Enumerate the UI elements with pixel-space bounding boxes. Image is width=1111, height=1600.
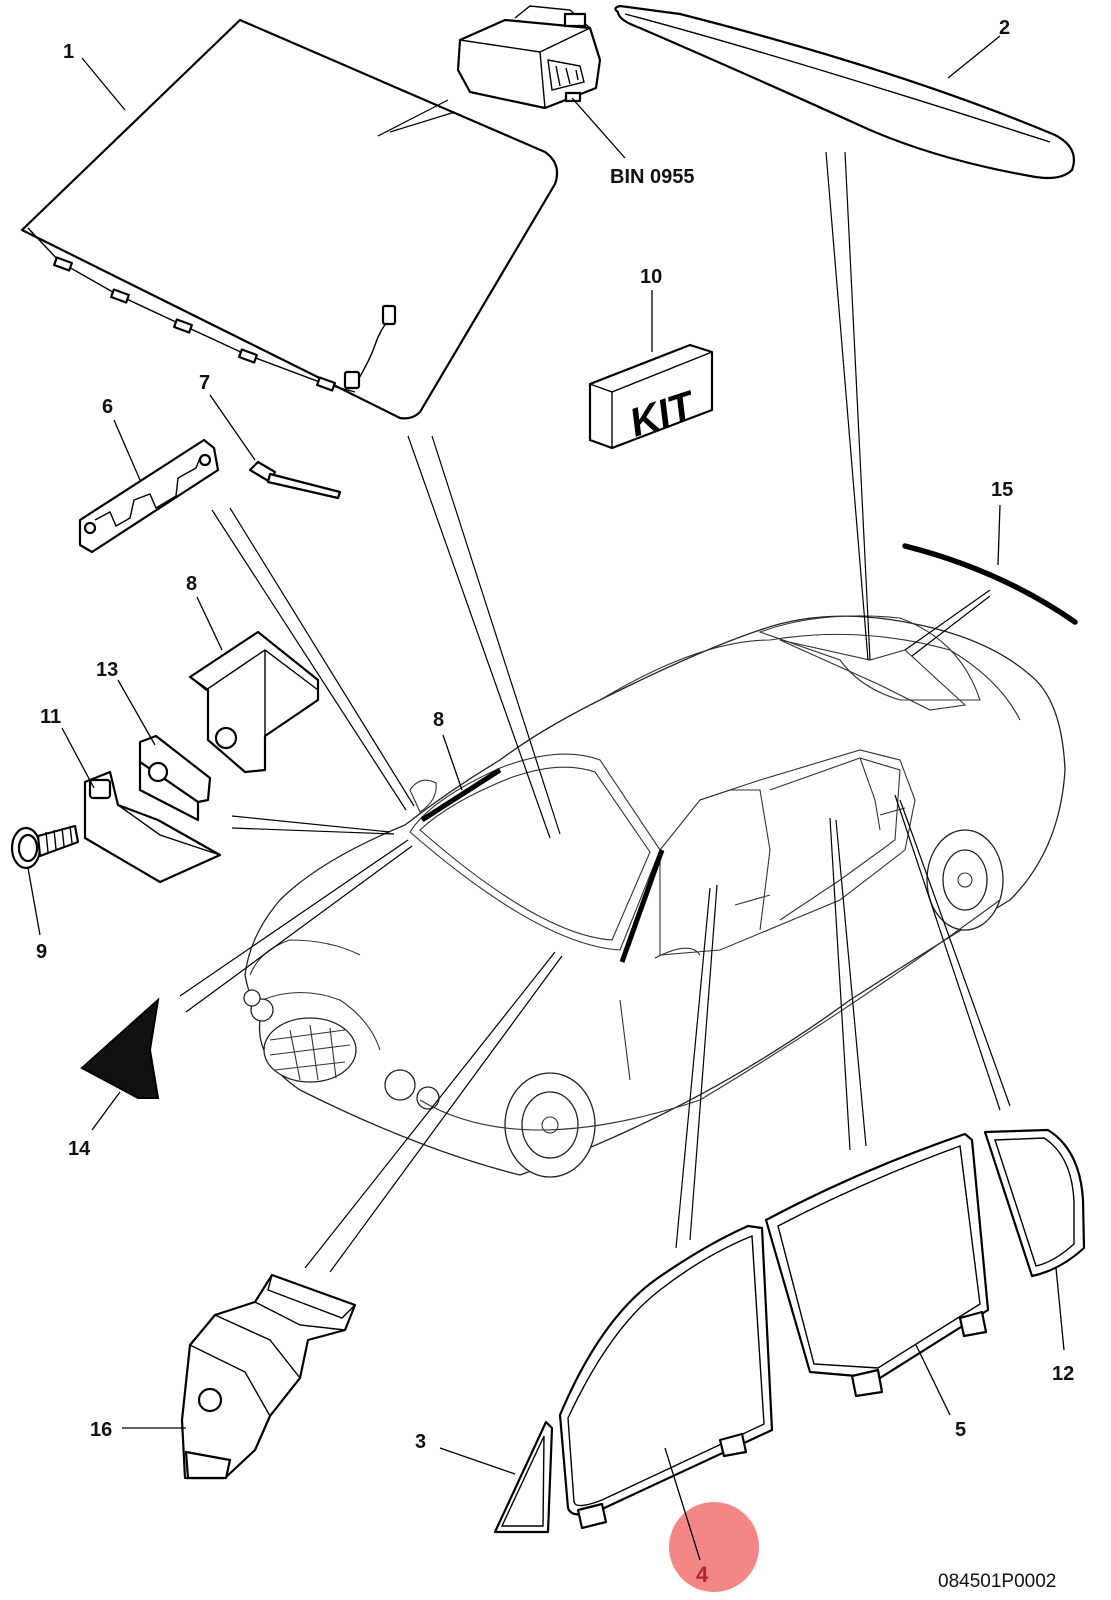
leader-bin (571, 97, 626, 159)
rear-quarter-glass-part[interactable] (983, 1128, 1086, 1278)
quarter-glass-part[interactable] (493, 1420, 554, 1534)
callout-12: 12 (1052, 1363, 1074, 1385)
guide-lines (179, 151, 1011, 1273)
car-illustration (243, 615, 1066, 1178)
leader-7 (209, 394, 256, 461)
rain-sensor-part[interactable] (456, 5, 602, 110)
bracket-part[interactable] (78, 438, 220, 554)
leader-5 (915, 1344, 951, 1416)
callout-10: 10 (640, 266, 662, 288)
leader-8b (442, 734, 463, 791)
windscreen-part[interactable] (20, 18, 559, 420)
roof-seal-part[interactable] (902, 543, 1078, 625)
screw-part[interactable] (10, 824, 80, 870)
callout-3: 3 (415, 1431, 426, 1453)
callout-1: 1 (63, 41, 74, 63)
callout-9: 9 (36, 941, 47, 963)
highlight-marker (669, 1502, 759, 1592)
callout-14: 14 (68, 1138, 91, 1160)
leader-4 (664, 1447, 701, 1561)
kit-box-part[interactable]: KIT (588, 343, 714, 450)
leader-1 (81, 57, 126, 111)
callout-2: 2 (999, 17, 1010, 39)
callout-16: 16 (90, 1419, 112, 1441)
rear-screen-part[interactable] (614, 4, 1076, 180)
leader-9 (27, 867, 41, 936)
pin-part[interactable] (248, 460, 342, 500)
leader-13 (117, 679, 156, 746)
leader-8a (196, 596, 223, 651)
callout-7: 7 (199, 372, 210, 394)
duct-part[interactable] (180, 1273, 357, 1480)
front-door-glass-part[interactable] (558, 1224, 774, 1530)
leader-6 (113, 419, 141, 481)
leader-3 (439, 1447, 516, 1475)
leader-11 (61, 727, 95, 789)
leader-14 (91, 1091, 121, 1131)
reference-code: 084501P0002 (938, 1571, 1056, 1592)
bin-label: BIN 0955 (610, 166, 695, 188)
plate-part[interactable] (138, 734, 212, 822)
callout-8a: 8 (186, 573, 197, 595)
callout-8b: 8 (433, 709, 444, 731)
leader-12 (1055, 1267, 1065, 1351)
support-bracket-part[interactable] (83, 770, 222, 884)
callout-5: 5 (955, 1419, 966, 1441)
callout-4: 4 (696, 1562, 709, 1587)
callout-6: 6 (102, 396, 113, 418)
leader-15 (997, 504, 1001, 566)
black-panel-part[interactable] (80, 997, 160, 1099)
rear-door-glass-part[interactable] (764, 1132, 990, 1398)
clip-part[interactable] (188, 630, 320, 774)
callout-15: 15 (991, 479, 1013, 501)
callout-13: 13 (96, 659, 118, 681)
leader-2 (947, 35, 1001, 79)
callout-11: 11 (40, 706, 61, 728)
